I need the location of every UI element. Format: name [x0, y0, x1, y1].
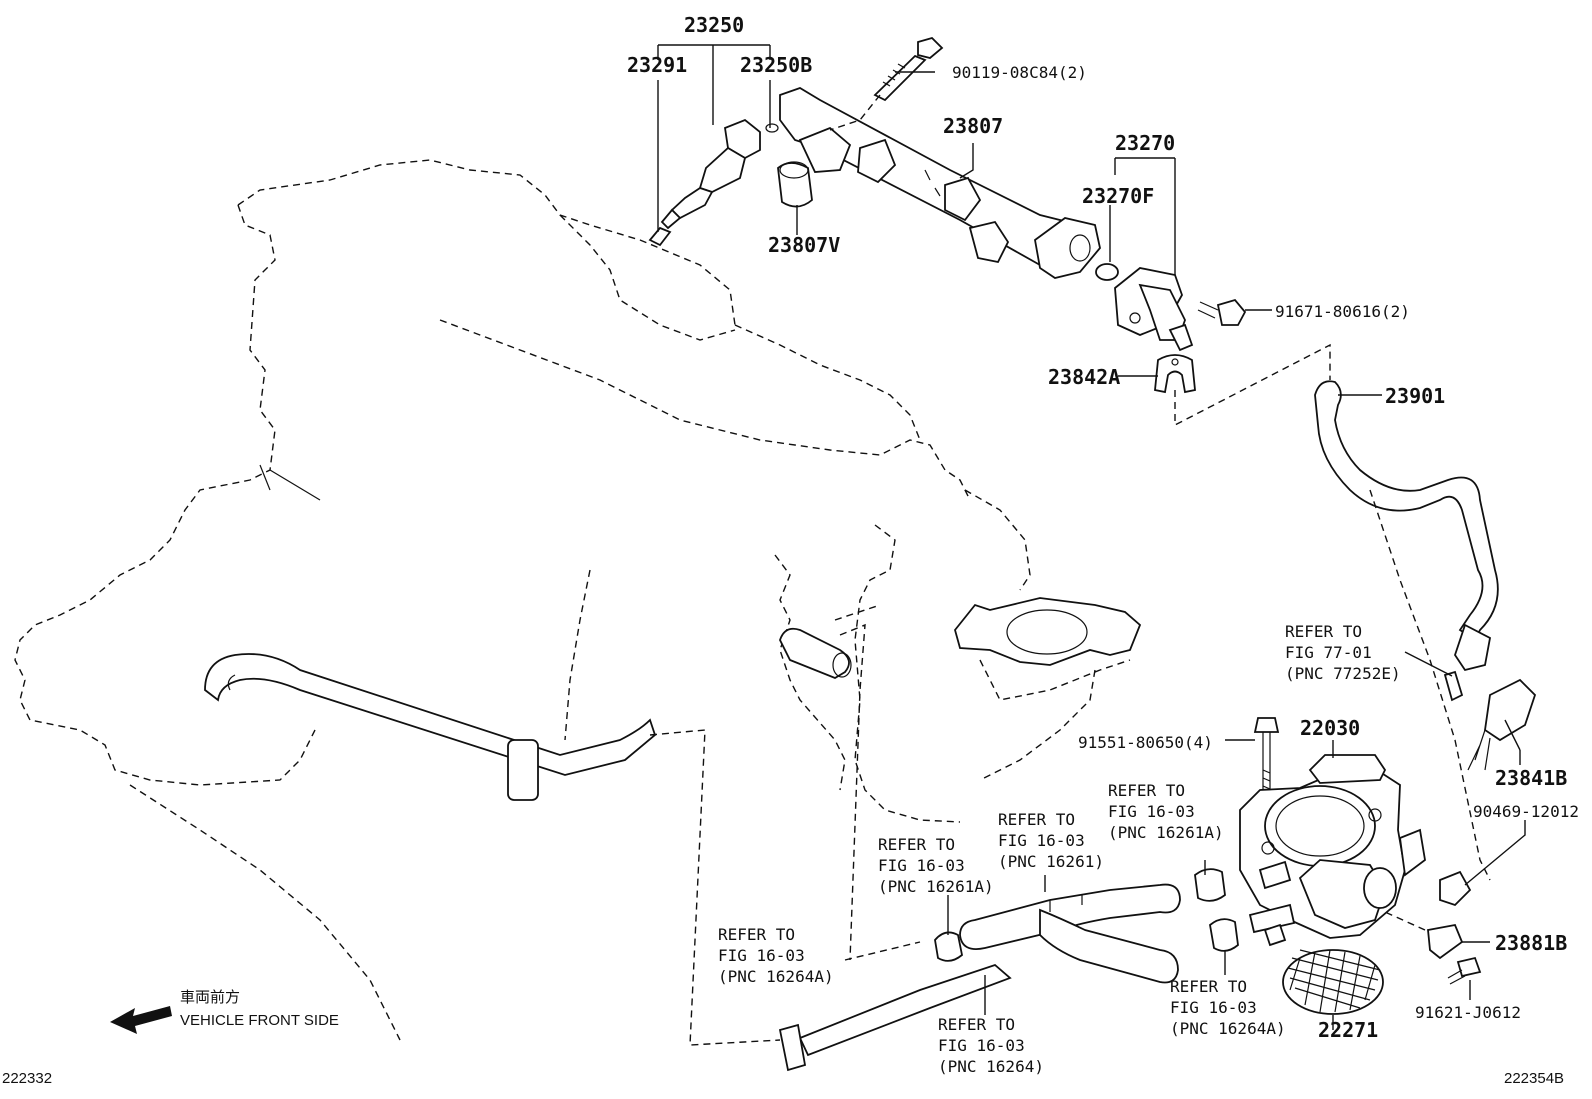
- ref-pnc-16264a-left: REFER TO FIG 16-03 (PNC 16264A): [718, 925, 834, 986]
- svg-text:(PNC 77252E): (PNC 77252E): [1285, 664, 1401, 683]
- svg-text:REFER TO: REFER TO: [1170, 977, 1247, 996]
- code-left: 222332: [2, 1070, 52, 1087]
- ref-pnc-16264: REFER TO FIG 16-03 (PNC 16264): [938, 1015, 1044, 1076]
- svg-text:FIG 16-03: FIG 16-03: [878, 856, 965, 875]
- left-hose: [204, 653, 657, 801]
- fuel-pipe-joint: [1114, 267, 1194, 352]
- ref-fig-77-01: REFER TO FIG 77-01 (PNC 77252E): [1285, 622, 1401, 683]
- front-label-jp: 車両前方: [180, 989, 240, 1006]
- label-23270: 23270: [1115, 131, 1175, 155]
- gasket: [1282, 949, 1384, 1015]
- pipe-stub: [779, 627, 852, 680]
- part-labels: 23250 23291 23250B 90119-08C84(2) 23807 …: [627, 13, 1579, 1042]
- label-23270f: 23270F: [1082, 184, 1154, 208]
- refer-to-labels: REFER TO FIG 77-01 (PNC 77252E) REFER TO…: [718, 622, 1401, 1076]
- insulator: [777, 161, 813, 208]
- front-label-en: VEHICLE FRONT SIDE: [180, 1012, 339, 1029]
- lower-hoses: [778, 883, 1181, 1072]
- o-ring: [1095, 263, 1119, 281]
- fuel-hose: [1314, 380, 1499, 672]
- svg-text:(PNC 16264A): (PNC 16264A): [1170, 1019, 1286, 1038]
- ref-pnc-16261a-top: REFER TO FIG 16-03 (PNC 16261A): [1108, 781, 1224, 842]
- throttle-body: [1239, 754, 1426, 939]
- delivery-pipe: [779, 87, 1101, 279]
- bolt-90119: [873, 36, 944, 102]
- svg-text:(PNC 16261): (PNC 16261): [998, 852, 1104, 871]
- svg-text:FIG 16-03: FIG 16-03: [718, 946, 805, 965]
- front-arrow-icon: [110, 1006, 172, 1034]
- vehicle-front-indicator: 車両前方 VEHICLE FRONT SIDE: [110, 989, 339, 1034]
- label-91621: 91621-J0612: [1415, 1003, 1521, 1022]
- svg-text:(PNC 16264): (PNC 16264): [938, 1057, 1044, 1076]
- code-right: 222354B: [1504, 1070, 1564, 1087]
- label-23807v: 23807V: [768, 233, 840, 257]
- clip-23841b: [1467, 678, 1537, 771]
- clip-23881b: [1427, 923, 1464, 960]
- label-90469: 90469-12012: [1473, 802, 1579, 821]
- label-23901: 23901: [1385, 384, 1445, 408]
- svg-text:FIG 16-03: FIG 16-03: [1108, 802, 1195, 821]
- bolt-91551: [1253, 717, 1280, 790]
- svg-text:REFER TO: REFER TO: [938, 1015, 1015, 1034]
- label-23881b: 23881B: [1495, 931, 1567, 955]
- svg-text:(PNC 16261A): (PNC 16261A): [1108, 823, 1224, 842]
- label-23842a: 23842A: [1048, 365, 1120, 389]
- hose-clamps: [934, 868, 1287, 962]
- label-22271: 22271: [1318, 1018, 1378, 1042]
- label-91671: 91671-80616(2): [1275, 302, 1410, 321]
- engine-outline: [14, 159, 1031, 1041]
- ref-pnc-16261: REFER TO FIG 16-03 (PNC 16261): [998, 810, 1104, 871]
- sensor-stub: [1443, 670, 1464, 702]
- label-22030: 22030: [1300, 716, 1360, 740]
- label-90119: 90119-08C84(2): [952, 63, 1087, 82]
- leader-lines: [649, 44, 1526, 1046]
- svg-text:FIG 16-03: FIG 16-03: [938, 1036, 1025, 1055]
- svg-text:REFER TO: REFER TO: [718, 925, 795, 944]
- clip-90469: [1439, 870, 1472, 907]
- svg-text:(PNC 16264A): (PNC 16264A): [718, 967, 834, 986]
- intake-flange: [954, 597, 1142, 781]
- label-23841b: 23841B: [1495, 766, 1567, 790]
- svg-text:FIG 16-03: FIG 16-03: [1170, 998, 1257, 1017]
- fuel-injector: [648, 118, 779, 247]
- svg-text:FIG 77-01: FIG 77-01: [1285, 643, 1372, 662]
- ref-pnc-16264a-right: REFER TO FIG 16-03 (PNC 16264A): [1170, 977, 1286, 1038]
- label-23250b: 23250B: [740, 53, 812, 77]
- label-23807: 23807: [943, 114, 1003, 138]
- svg-text:REFER TO: REFER TO: [998, 810, 1075, 829]
- bolt-91621: [1447, 956, 1482, 985]
- svg-text:(PNC 16261A): (PNC 16261A): [878, 877, 994, 896]
- label-23250: 23250: [684, 13, 744, 37]
- svg-text:FIG 16-03: FIG 16-03: [998, 831, 1085, 850]
- ref-pnc-16261a-left: REFER TO FIG 16-03 (PNC 16261A): [878, 835, 994, 896]
- svg-text:REFER TO: REFER TO: [878, 835, 955, 854]
- label-91551: 91551-80650(4): [1078, 733, 1213, 752]
- bolt-91671: [1197, 298, 1247, 326]
- svg-text:REFER TO: REFER TO: [1285, 622, 1362, 641]
- svg-text:REFER TO: REFER TO: [1108, 781, 1185, 800]
- label-23291: 23291: [627, 53, 687, 77]
- clip-23842a: [1154, 354, 1196, 394]
